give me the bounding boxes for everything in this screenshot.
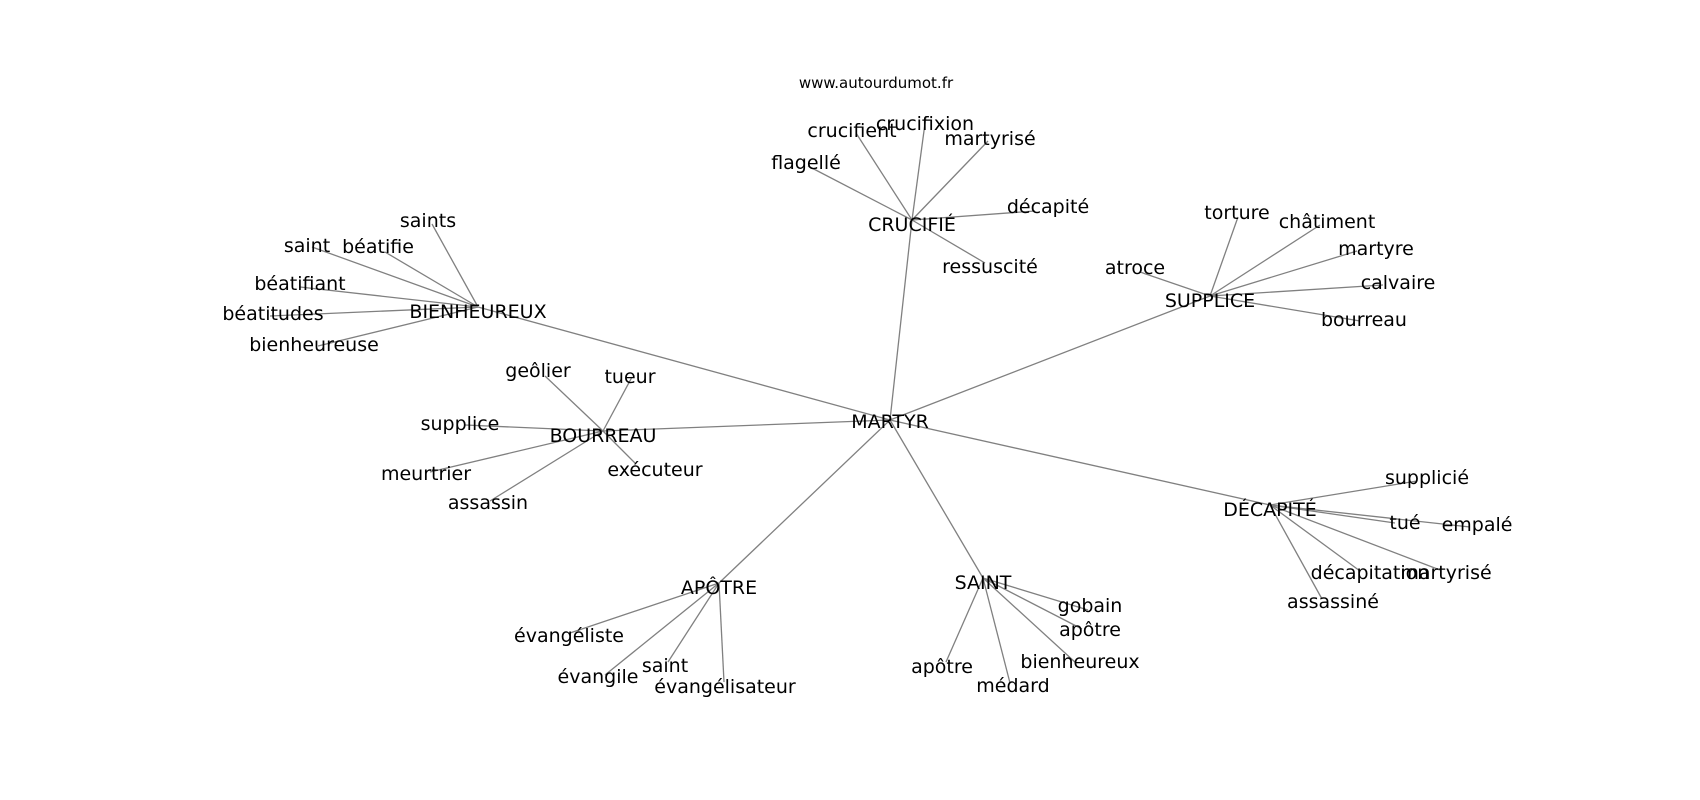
hub-node[interactable]: BIENHEUREUX — [409, 301, 546, 323]
leaf-node[interactable]: assassin — [448, 492, 528, 514]
leaf-node[interactable]: médard — [976, 675, 1049, 697]
leaf-node[interactable]: tué — [1389, 512, 1420, 534]
edge-hub-to-leaf — [1269, 504, 1323, 600]
edge-root-to-hub — [889, 219, 913, 421]
edge-hub-to-leaf — [1269, 504, 1441, 571]
site-url: www.autourdumot.fr — [799, 74, 954, 92]
edge-hub-to-leaf — [911, 219, 986, 264]
leaf-node[interactable]: décapité — [1007, 196, 1089, 218]
edge-hub-to-leaf — [1209, 224, 1321, 297]
edge-hub-to-leaf — [1209, 295, 1361, 322]
edge-hub-to-leaf — [1209, 250, 1358, 297]
leaf-node[interactable]: saint — [642, 655, 688, 677]
leaf-node[interactable]: béatifiant — [254, 273, 345, 295]
edge-hub-to-leaf — [431, 223, 479, 308]
edge-root-to-hub — [889, 295, 1211, 421]
leaf-node[interactable]: évangile — [558, 666, 639, 688]
leaf-node[interactable]: atroce — [1105, 257, 1165, 279]
leaf-node[interactable]: évangéliste — [514, 625, 624, 647]
hub-node[interactable]: SUPPLICE — [1165, 290, 1255, 312]
edge-hub-to-leaf — [982, 577, 1083, 630]
leaf-node[interactable]: apôtre — [1059, 619, 1121, 641]
edge-hub-to-leaf — [299, 286, 479, 308]
leaf-node[interactable]: martyre — [1338, 238, 1414, 260]
leaf-node[interactable]: béatitudes — [222, 303, 323, 325]
leaf-node[interactable]: saints — [400, 210, 456, 232]
leaf-node[interactable]: évangélisateur — [654, 676, 796, 698]
edge-root-to-hub — [889, 419, 984, 579]
leaf-node[interactable]: décapitation — [1311, 562, 1430, 584]
leaf-node[interactable]: bienheureux — [1020, 651, 1139, 673]
leaf-node[interactable]: meurtrier — [381, 463, 471, 485]
edge-hub-to-leaf — [269, 306, 479, 317]
edge-hub-to-leaf — [311, 246, 479, 308]
edge-hub-to-leaf — [429, 430, 604, 473]
leaf-node[interactable]: flagellé — [771, 152, 841, 174]
leaf-node[interactable]: ressuscité — [942, 256, 1038, 278]
edge-hub-to-leaf — [602, 376, 633, 432]
leaf-node[interactable]: gobain — [1058, 595, 1123, 617]
edge-hub-to-leaf — [1139, 271, 1211, 297]
edge-hub-to-leaf — [855, 132, 913, 221]
edge-hub-to-leaf — [982, 577, 1077, 664]
hub-node[interactable]: CRUCIFIÉ — [868, 213, 956, 236]
edge-root-to-hub — [889, 419, 1271, 506]
leaf-node[interactable]: calvaire — [1361, 272, 1436, 294]
leaf-node[interactable]: empalé — [1442, 514, 1513, 536]
leaf-node[interactable]: bourreau — [1321, 309, 1407, 331]
leaf-node[interactable]: supplicié — [1385, 467, 1469, 489]
leaf-node[interactable]: torture — [1204, 202, 1269, 224]
edge-hub-to-leaf — [807, 165, 913, 221]
edge-hub-to-leaf — [718, 582, 725, 683]
leaf-node[interactable]: bienheureuse — [249, 334, 379, 356]
edge-hub-to-leaf — [911, 140, 989, 221]
edge-root-to-hub — [718, 419, 891, 584]
hub-node[interactable]: SAINT — [955, 572, 1012, 594]
leaf-node[interactable]: saint — [284, 235, 330, 257]
leaf-node[interactable]: supplice — [421, 413, 500, 435]
edge-hub-to-leaf — [602, 430, 637, 465]
edge-hub-to-leaf — [569, 582, 720, 634]
hub-node[interactable]: BOURREAU — [550, 425, 657, 447]
leaf-node[interactable]: exécuteur — [607, 459, 702, 481]
leaf-node[interactable]: crucifixion — [876, 113, 974, 135]
graph-labels: www.autourdumot.fr MARTYR CRUCIFIÉ crucif… — [222, 74, 1512, 698]
leaf-node[interactable]: tueur — [604, 366, 655, 388]
edge-hub-to-leaf — [1209, 216, 1239, 297]
edge-hub-to-leaf — [544, 375, 604, 432]
edge-hub-to-leaf — [667, 582, 720, 663]
edge-hub-to-leaf — [489, 430, 604, 502]
leaf-node[interactable]: châtiment — [1279, 211, 1376, 233]
edge-root-to-hub — [602, 419, 891, 432]
hub-node[interactable]: DÉCAPITÉ — [1223, 498, 1317, 521]
leaf-node[interactable]: martyrisé — [1400, 562, 1491, 584]
graph-edges — [269, 115, 1471, 684]
edge-hub-to-leaf — [982, 577, 1011, 684]
edge-hub-to-leaf — [982, 577, 1089, 611]
leaf-node[interactable]: apôtre — [911, 656, 973, 678]
edge-hub-to-leaf — [1269, 504, 1471, 528]
edge-hub-to-leaf — [911, 115, 927, 221]
edge-hub-to-leaf — [604, 582, 720, 676]
edge-hub-to-leaf — [464, 424, 604, 432]
edge-hub-to-leaf — [911, 210, 1036, 221]
edge-hub-to-leaf — [384, 251, 479, 308]
root-node-martyr[interactable]: MARTYR — [851, 411, 929, 433]
leaf-node[interactable]: martyrisé — [944, 128, 1035, 150]
edge-hub-to-leaf — [1209, 284, 1384, 297]
edge-hub-to-leaf — [1269, 480, 1418, 506]
edge-hub-to-leaf — [945, 577, 984, 663]
leaf-node[interactable]: assassiné — [1287, 591, 1379, 613]
edge-hub-to-leaf — [1269, 504, 1361, 572]
hub-node[interactable]: APÔTRE — [681, 575, 757, 599]
leaf-node[interactable]: béatifie — [342, 236, 414, 258]
edge-hub-to-leaf — [317, 306, 479, 347]
edge-root-to-hub — [477, 306, 891, 421]
leaf-node[interactable]: geôlier — [505, 360, 571, 382]
edge-hub-to-leaf — [1269, 504, 1396, 524]
leaf-node[interactable]: crucifient — [807, 120, 896, 142]
